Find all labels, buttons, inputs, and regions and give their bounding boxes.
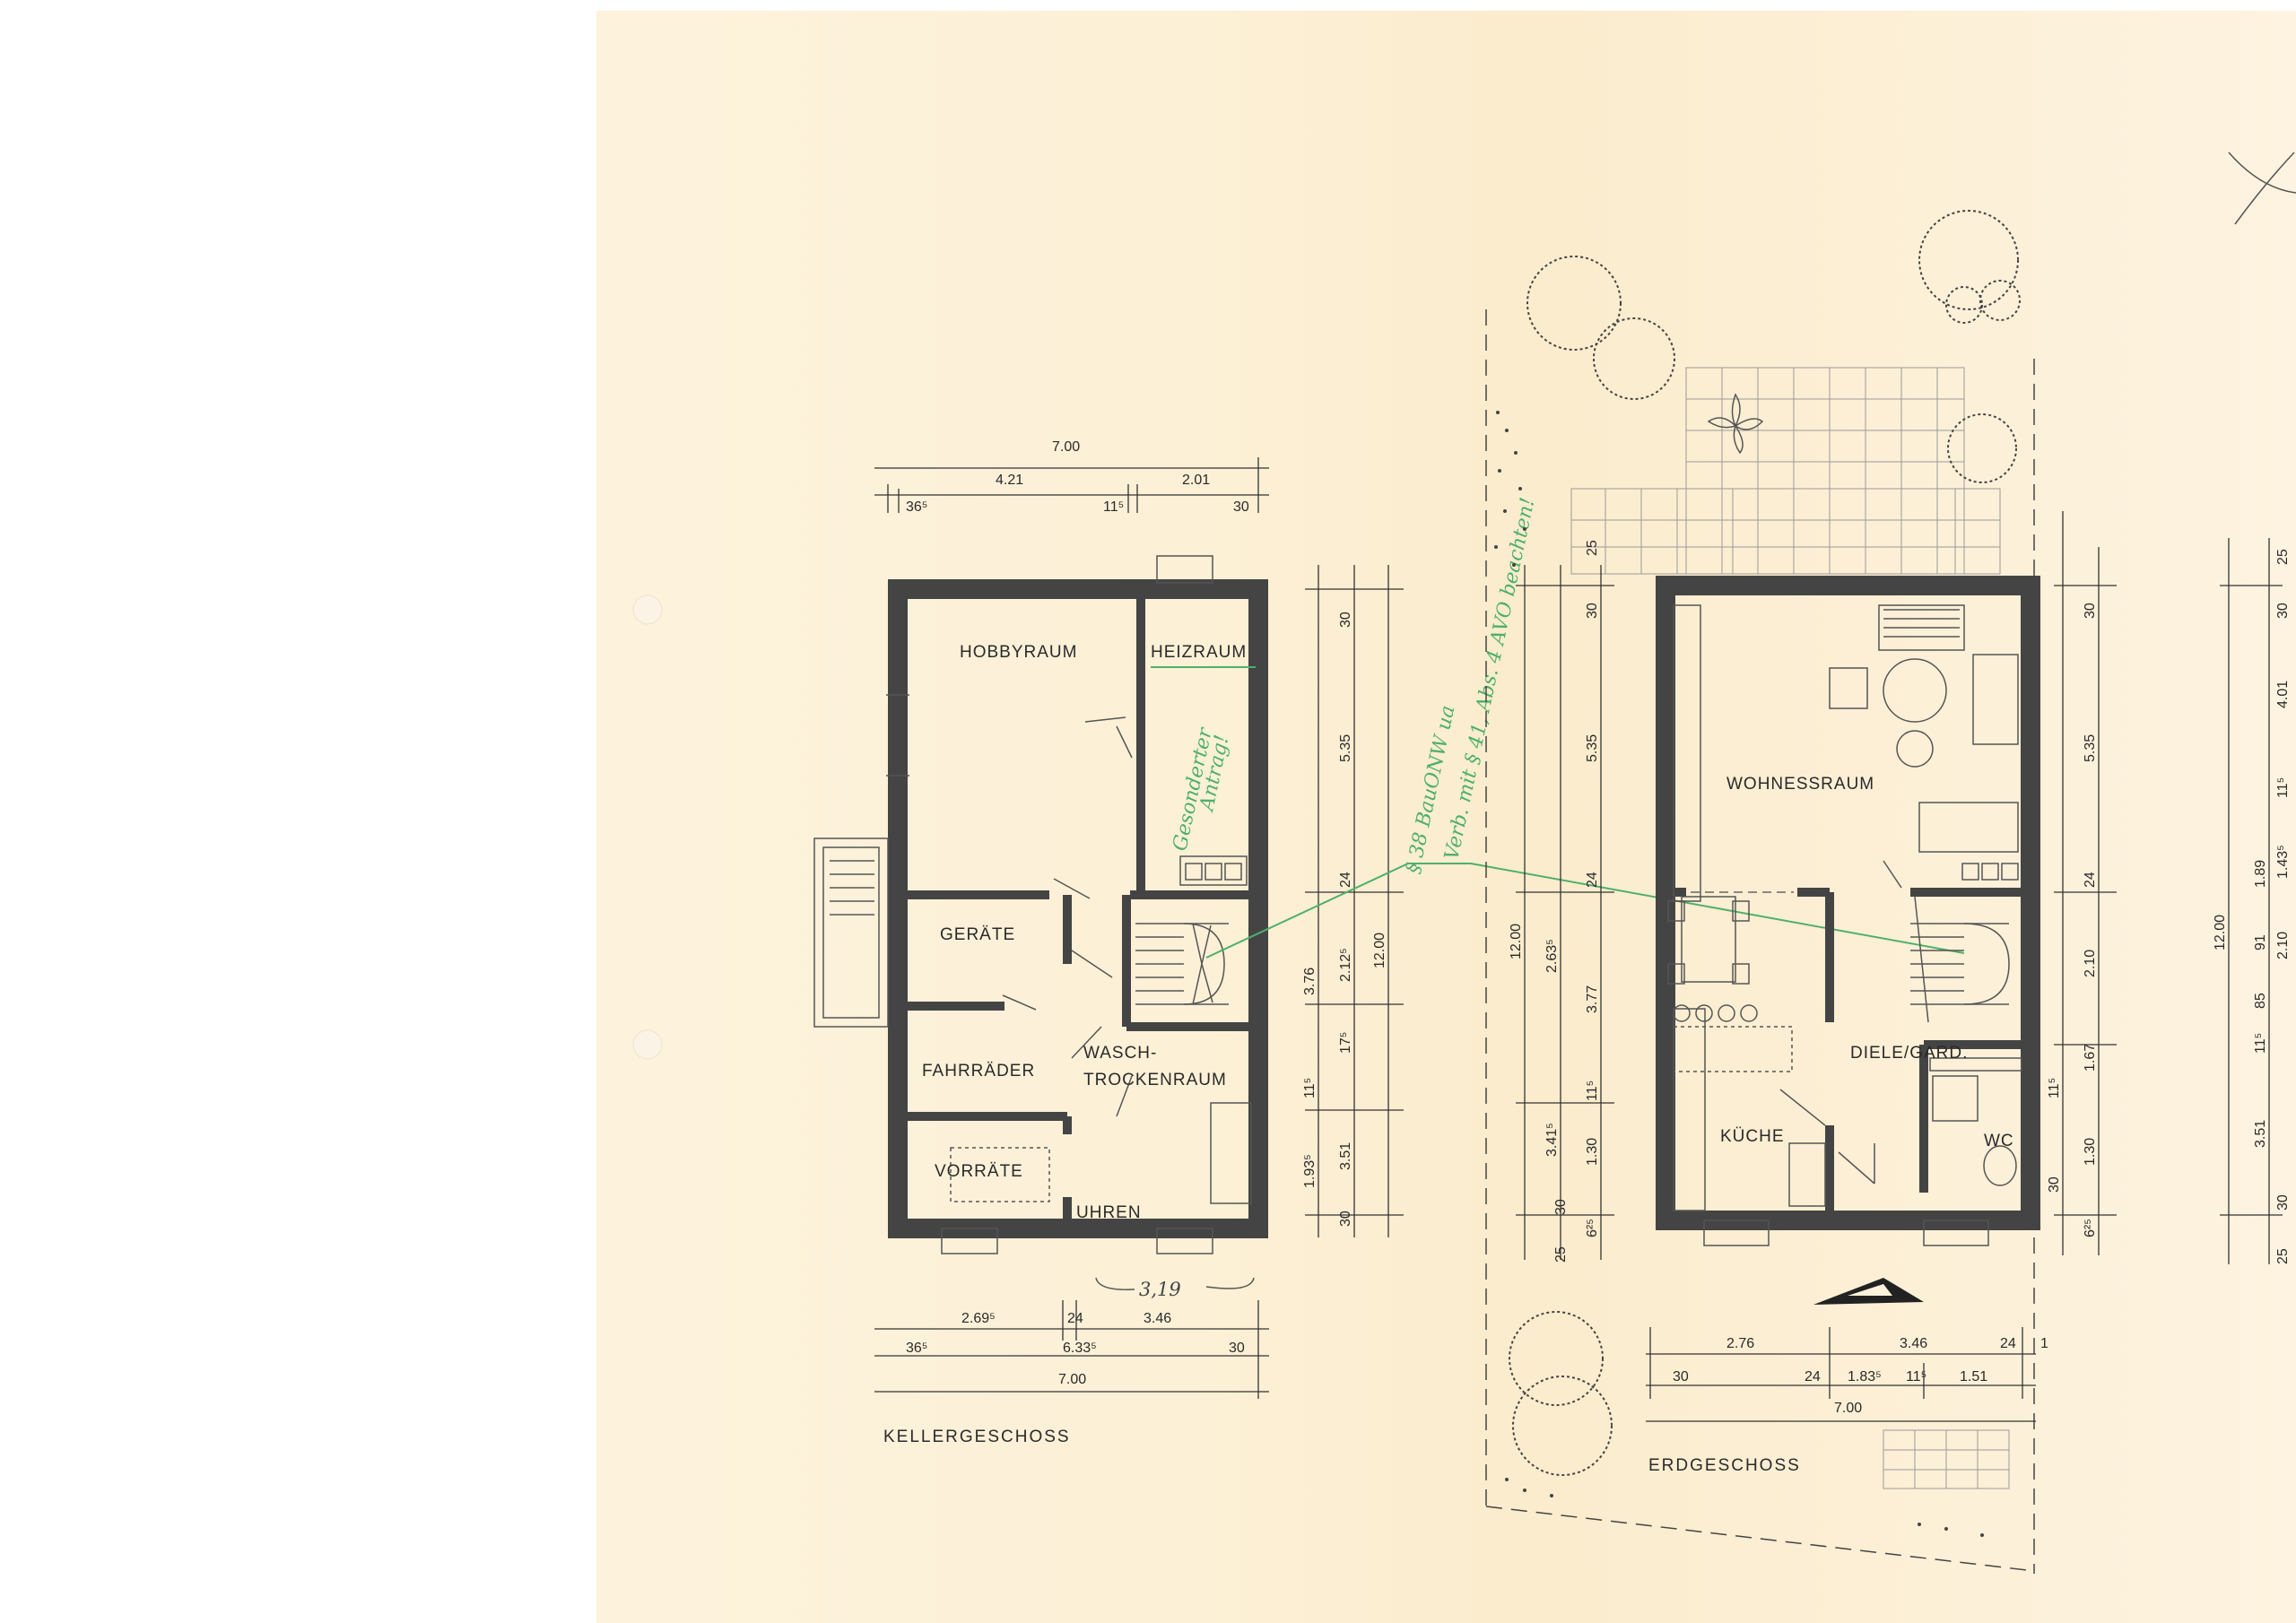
dim-kg-right-535: 5.35 [1338,734,1353,762]
dim-kg-bottom-d: 36⁵ [906,1341,927,1356]
dim-eg-right-115: 11⁵ [2047,1078,2062,1098]
dim-eg-bottom-f: 24 [1805,1369,1821,1384]
dim-eg-left-535: 5.35 [1585,734,1600,762]
dim-eg-left-30b: 30 [1553,1199,1569,1215]
dim-eg-bottom-h: 11⁵ [1906,1369,1926,1384]
dim-kg-right-376: 3.76 [1302,968,1318,995]
dim-kg-top-d: 11⁵ [1103,499,1124,515]
punch-hole [632,1029,663,1060]
dim-kg-right-115: 11⁵ [1302,1078,1318,1098]
room-label-trockenraum: TROCKENRAUM [1083,1071,1227,1089]
dim-kg-top-total: 7.00 [1052,439,1080,455]
dim-kg-bottom-a: 2.69⁵ [961,1311,996,1326]
dim-eg-left-30: 30 [1585,603,1600,619]
dim-kg-right-24: 24 [1338,872,1353,888]
room-label-uhren: UHREN [1076,1203,1142,1222]
dim-eg-right-210: 2.10 [2083,950,2098,977]
dim-eg-right-167: 1.67 [2083,1044,2098,1072]
dim-kg-bottom-f: 30 [1229,1341,1245,1356]
room-label-hobbyraum: HOBBYRAUM [960,643,1077,662]
dim-eg-right-30: 30 [2083,603,2098,619]
room-label-vorraete: VORRÄTE [935,1162,1023,1181]
dim-eg-bottom-total: 7.00 [1834,1401,1862,1416]
dim-kg-right-12: 12.00 [1372,933,1387,968]
dim-far-210: 2.10 [2275,932,2291,959]
dim-eg-left-115: 11⁵ [1585,1081,1600,1101]
dim-far-85: 85 [2253,993,2268,1009]
room-label-wasch: WASCH- [1083,1044,1157,1063]
dim-far-25b: 25 [2275,1248,2291,1264]
dim-eg-right-535: 5.35 [2083,734,2098,762]
dim-eg-left-625: 6²⁵ [1585,1219,1600,1237]
dim-far-30b: 30 [2275,1194,2291,1211]
dim-kg-top-e: 30 [1233,499,1249,515]
dim-eg-left-24: 24 [1585,872,1600,888]
dim-far-91: 91 [2253,934,2268,950]
dim-far-401: 4.01 [2275,681,2291,708]
dim-eg-bottom-i: 1.51 [1960,1369,1987,1384]
dim-far-12: 12.00 [2213,915,2228,950]
dim-eg-left-25: 25 [1585,540,1600,556]
annotation-arrow [1205,863,1965,959]
dim-kg-bottom-e: 6.33⁵ [1063,1341,1097,1356]
dim-far-351: 3.51 [2253,1120,2268,1148]
dim-far-25: 25 [2275,549,2291,565]
plant-icon [1707,393,1764,455]
corner-mark [2228,152,2296,225]
dim-far-30: 30 [2275,603,2291,619]
dim-eg-right-30b: 30 [2047,1176,2062,1193]
dim-kg-bottom-b: 24 [1067,1311,1083,1326]
dim-eg-right-625: 6²⁵ [2083,1219,2098,1237]
dim-eg-bottom-d: 1 [2040,1336,2048,1351]
tree-symbols [1509,210,2021,1476]
room-label-geraete: GERÄTE [940,925,1015,944]
dim-far-115b: 11⁵ [2253,1033,2268,1054]
dim-eg-left-2635: 2.63⁵ [1544,939,1560,973]
dim-kg-right-30: 30 [1338,612,1353,628]
dim-eg-bottom-e: 30 [1673,1369,1689,1384]
dim-kg-right-1935: 1.93⁵ [1302,1154,1318,1188]
dim-far-1435: 1.43⁵ [2275,845,2291,879]
dim-eg-right-24: 24 [2083,872,2098,888]
dim-kg-right-351: 3.51 [1338,1142,1353,1170]
dim-eg-bottom-g: 1.83⁵ [1848,1369,1882,1384]
punch-hole [632,595,663,625]
dim-eg-left-25b: 25 [1553,1246,1569,1263]
room-label-diele: DIELE/GARD. [1850,1044,1968,1063]
dim-kg-bottom-c: 3.46 [1144,1311,1171,1326]
dim-eg-bottom-a: 2.76 [1726,1336,1754,1351]
dim-eg-left-377: 3.77 [1585,985,1600,1013]
dim-eg-left-12: 12.00 [1509,924,1524,959]
dim-kg-top-c: 36⁵ [906,499,927,515]
dim-kg-top-a: 4.21 [996,473,1023,488]
room-label-wc: WC [1984,1132,2014,1150]
dim-eg-bottom-c: 24 [2000,1336,2016,1351]
hedge-dots [1494,411,1984,1537]
dim-kg-bottom-total: 7.00 [1058,1372,1086,1387]
kellergeschoss-plan: HOBBYRAUM HEIZRAUM GERÄTE FAHRRÄDER WASC… [813,439,1404,1446]
dim-far-115: 11⁵ [2275,777,2291,798]
dim-eg-right-130: 1.30 [2083,1138,2098,1166]
dim-far-189: 1.89 [2253,860,2268,888]
dim-kg-right-2125: 2.12⁵ [1338,948,1353,982]
title-kellergeschoss: KELLERGESCHOSS [883,1428,1071,1446]
room-label-fahrraeder: FAHRRÄDER [922,1062,1035,1081]
room-label-wohnessraum: WOHNESSRAUM [1726,775,1874,794]
dim-eg-bottom-b: 3.46 [1900,1336,1927,1351]
dim-eg-left-3415: 3.41⁵ [1544,1123,1560,1157]
dim-kg-top-b: 2.01 [1182,473,1210,488]
erdgeschoss-plan: WOHNESSRAUM KÜCHE DIELE/GARD. WC 25 30 5… [1485,309,2291,1574]
dim-kg-bottom-note: 3,19 [1139,1279,1181,1300]
dim-kg-right-30b: 30 [1338,1211,1353,1227]
dim-eg-left-130: 1.30 [1585,1138,1600,1166]
room-label-kueche: KÜCHE [1720,1127,1785,1146]
dim-kg-right-175: 17⁵ [1338,1032,1353,1054]
title-erdgeschoss: ERDGESCHOSS [1648,1456,1801,1475]
room-label-heizraum: HEIZRAUM [1151,643,1247,662]
